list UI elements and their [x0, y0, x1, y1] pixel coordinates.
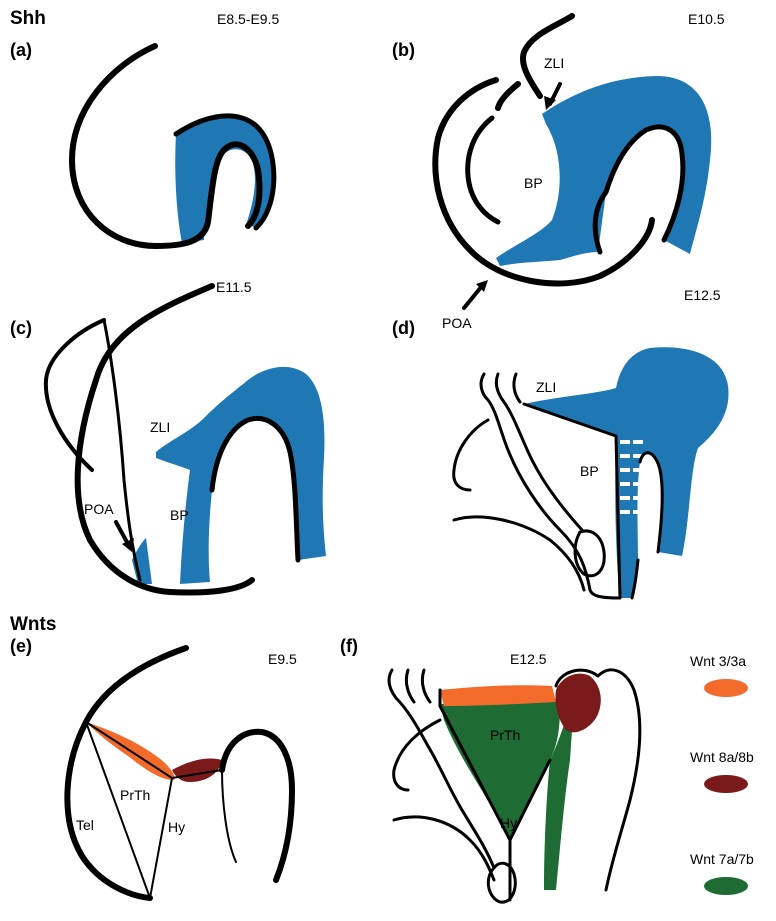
panel-a-letter: (a)	[10, 40, 32, 60]
panel-b-poa-arrow	[464, 286, 482, 308]
panel-e-label-hy: Hy	[168, 819, 185, 835]
panel-a-stage: E8.5-E9.5	[217, 11, 279, 27]
panel-b-shh-domain	[496, 76, 711, 266]
panel-d-stage: E12.5	[684, 287, 721, 303]
panel-c: (c) E11.5 ZLI BP POA	[10, 279, 326, 593]
panel-c-letter: (c)	[10, 318, 32, 338]
legend-swatch-wnt8	[704, 775, 748, 793]
panel-d-label-bp: BP	[580, 463, 599, 479]
panel-e-region-lines	[86, 722, 236, 898]
legend-label-wnt7: Wnt 7a/7b	[690, 851, 754, 867]
panel-b-cfold	[468, 118, 498, 222]
panel-b-label-bp: BP	[524, 175, 543, 191]
panel-b-stage: E10.5	[688, 11, 725, 27]
panel-b-letter: (b)	[392, 40, 415, 60]
panel-f: (f) E12.5 PrTh Hy	[340, 636, 640, 902]
panel-d-letter: (d)	[392, 318, 415, 338]
panel-e-stage: E9.5	[268, 651, 297, 667]
panel-e-label-prth: PrTh	[120, 787, 150, 803]
panel-a-outline	[72, 46, 260, 246]
legend-label-wnt3: Wnt 3/3a	[690, 653, 746, 669]
section-title-shh: Shh	[10, 8, 46, 29]
panel-f-letter: (f)	[340, 636, 358, 656]
panel-f-label-hy: Hy	[500, 815, 517, 831]
panel-d-label-zli: ZLI	[536, 379, 556, 395]
panel-c-label-poa: POA	[84, 501, 114, 517]
panel-c-thin-line	[104, 320, 140, 580]
panel-c-tel-outline	[46, 320, 104, 470]
panel-c-label-zli: ZLI	[150, 419, 170, 435]
panel-a: (a) E8.5-E9.5	[10, 11, 279, 246]
panel-b: (b) E10.5 ZLI BP POA	[392, 11, 725, 331]
panel-b-label-zli: ZLI	[544, 55, 564, 71]
panel-f-stage: E12.5	[510, 651, 547, 667]
legend: Wnt 3/3a Wnt 8a/8b Wnt 7a/7b	[690, 653, 754, 895]
panel-e-hy-arch	[222, 732, 292, 880]
panel-d: (d) E12.5 ZLI BP	[392, 287, 729, 598]
panel-c-shh-domain	[156, 367, 326, 584]
panel-f-wnt8-domain	[555, 674, 600, 733]
legend-swatch-wnt7	[704, 877, 748, 895]
panel-c-inner	[212, 418, 298, 560]
panel-f-label-prth: PrTh	[490, 727, 520, 743]
panel-b-label-poa: POA	[442, 315, 472, 331]
panel-d-outer-curves	[454, 420, 584, 590]
panel-c-stage: E11.5	[216, 279, 252, 295]
panel-c-poa-arrow	[116, 522, 128, 544]
panel-c-label-bp: BP	[170, 507, 189, 523]
panel-f-wnt3-domain	[440, 685, 556, 706]
section-title-wnts: Wnts	[10, 614, 56, 635]
panel-e: (e) E9.5 Tel PrTh Hy	[10, 636, 297, 898]
legend-label-wnt8: Wnt 8a/8b	[690, 749, 754, 765]
panel-e-letter: (e)	[10, 636, 32, 656]
panel-e-label-tel: Tel	[76, 817, 94, 833]
legend-swatch-wnt3	[704, 679, 748, 697]
